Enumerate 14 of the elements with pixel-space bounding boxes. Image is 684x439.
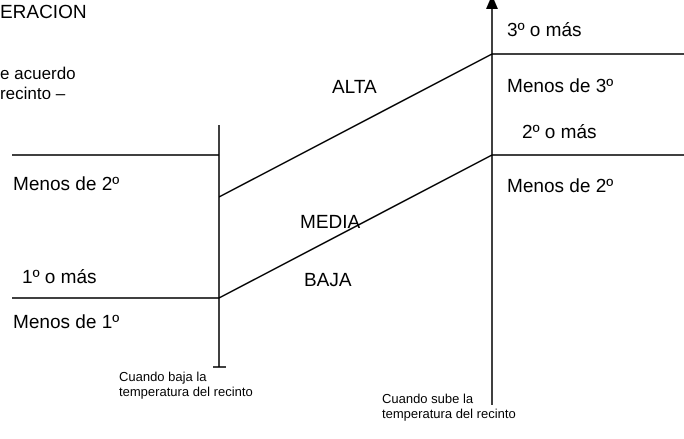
range-label: Menos de 2º (13, 174, 120, 196)
note-text: e acuerdo recinto – (0, 64, 77, 104)
range-label: Menos de 3º (507, 76, 614, 98)
range-label: Menos de 2º (507, 176, 614, 198)
title: ERACION (0, 2, 87, 24)
range-label: Menos de 1º (13, 312, 120, 334)
range-label: 1º o más (22, 267, 97, 289)
level-label: ALTA (332, 77, 377, 99)
caption: Cuando sube la temperatura del recinto (382, 392, 517, 422)
level-label: BAJA (304, 270, 352, 292)
range-label: 2º o más (522, 122, 597, 144)
range-label: 3º o más (507, 20, 582, 42)
caption: Cuando baja la temperatura del recinto (119, 370, 254, 400)
level-label: MEDIA (300, 212, 360, 234)
